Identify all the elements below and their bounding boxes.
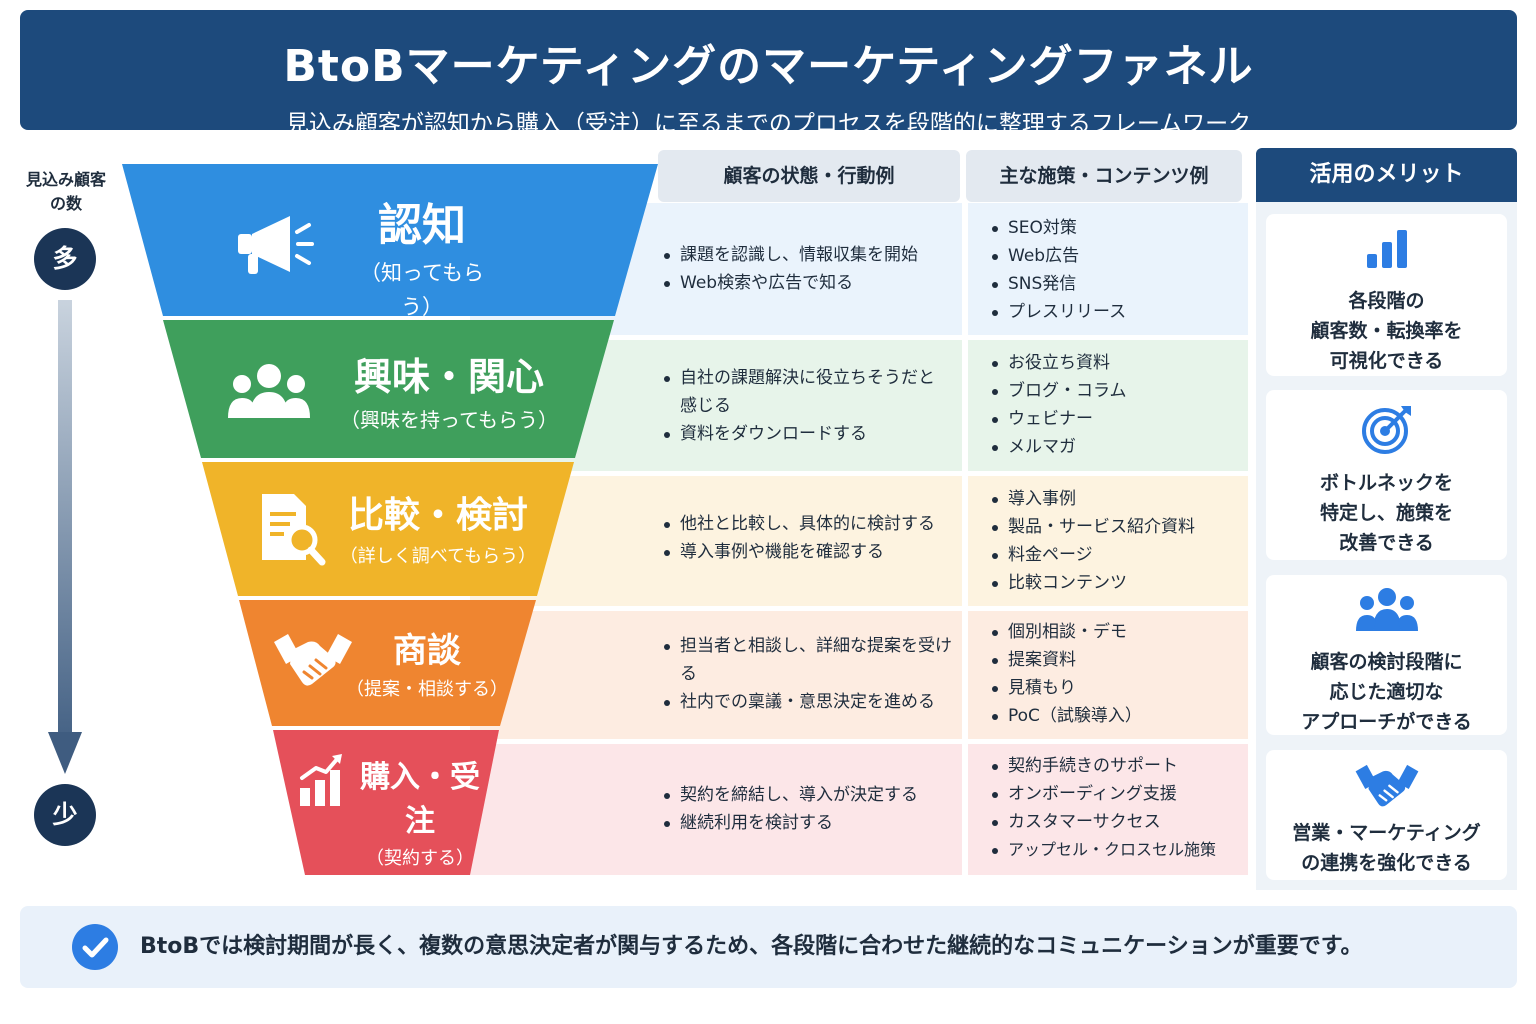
measure-item: 見積もり bbox=[990, 674, 1240, 702]
stage-negotiation-sub: （提案・相談する） bbox=[346, 679, 508, 700]
stage-purchase-name: 購入・受注 bbox=[360, 760, 480, 839]
benefits-header: 活用のメリット bbox=[1256, 148, 1517, 202]
measures-list-negotiation: 個別相談・デモ 提案資料 見積もり PoC（試験導入） bbox=[990, 618, 1240, 730]
measure-item: ウェビナー bbox=[990, 405, 1240, 433]
stage-comparison-text: 比較・検討 （詳しく調べてもらう） bbox=[336, 490, 540, 572]
state-list-comparison: 他社と比較し、具体的に検討する 導入事例や機能を確認する bbox=[662, 510, 958, 566]
stage-comparison-sub: （詳しく調べてもらう） bbox=[339, 546, 537, 567]
measure-item: ブログ・コラム bbox=[990, 377, 1240, 405]
stage-awareness-text: 認知 （知ってもらう） bbox=[352, 196, 492, 324]
header-banner: BtoBマーケティングのマーケティングファネル 見込み顧客が認知から購入（受注）… bbox=[20, 10, 1517, 137]
measures-list-awareness: SEO対策 Web広告 SNS発信 プレスリリース bbox=[990, 214, 1240, 326]
stage-awareness-sub: （知ってもらう） bbox=[360, 261, 484, 319]
scale-label-text: 見込み顧客 の数 bbox=[25, 170, 106, 213]
scale-arrow-down-icon bbox=[48, 732, 82, 774]
page-subtitle: 見込み顧客が認知から購入（受注）に至るまでのプロセスを段階的に整理するフレームワ… bbox=[285, 111, 1252, 137]
row-band-purchase bbox=[470, 744, 1248, 875]
scale-bar bbox=[58, 300, 72, 740]
scale-top-circle: 多 bbox=[34, 228, 96, 290]
measure-item: SEO対策 bbox=[990, 214, 1240, 242]
funnel-stage-awareness bbox=[122, 164, 658, 316]
stage-interest-text: 興味・関心 （興味を持ってもらう） bbox=[334, 350, 564, 436]
measure-item: オンボーディング支援 bbox=[990, 780, 1246, 808]
measures-list-interest: お役立ち資料 ブログ・コラム ウェビナー メルマガ bbox=[990, 349, 1240, 461]
state-item: 他社と比較し、具体的に検討する bbox=[662, 510, 958, 538]
benefit-text: 各段階の 顧客数・転換率を 可視化できる bbox=[1310, 290, 1463, 372]
measure-item: 個別相談・デモ bbox=[990, 618, 1240, 646]
measures-list-purchase: 契約手続きのサポート オンボーディング支援 カスタマーサクセス アップセル・クロ… bbox=[990, 752, 1246, 864]
benefit-card-bottleneck: ボトルネックを 特定し、施策を 改善できる bbox=[1266, 390, 1507, 560]
state-item: 自社の課題解決に役立ちそうだと感じる bbox=[662, 364, 944, 420]
page-title: BtoBマーケティングのマーケティングファネル bbox=[283, 41, 1254, 92]
measure-item: SNS発信 bbox=[990, 270, 1240, 298]
row-divider bbox=[470, 606, 1248, 611]
people-icon bbox=[228, 364, 310, 418]
benefit-text: 顧客の検討段階に 応じた適切な アプローチができる bbox=[1301, 651, 1472, 733]
state-item: 契約を締結し、導入が決定する bbox=[662, 781, 954, 809]
measures-list-comparison: 導入事例 製品・サービス紹介資料 料金ページ 比較コンテンツ bbox=[990, 485, 1240, 597]
benefit-card-visibility: 各段階の 顧客数・転換率を 可視化できる bbox=[1266, 214, 1507, 376]
measure-item: 提案資料 bbox=[990, 646, 1240, 674]
footer-note: BtoBでは検討期間が長く、複数の意思決定者が関与するため、各段階に合わせた継続… bbox=[20, 906, 1517, 988]
measure-item: 製品・サービス紹介資料 bbox=[990, 513, 1240, 541]
measure-item: アップセル・クロスセル施策 bbox=[990, 836, 1246, 864]
scale-label: 見込み顧客 の数 bbox=[14, 168, 118, 216]
measure-item: 比較コンテンツ bbox=[990, 569, 1240, 597]
team-icon bbox=[1355, 588, 1418, 631]
measure-item: プレスリリース bbox=[990, 298, 1240, 326]
stage-interest-name: 興味・関心 bbox=[353, 355, 544, 399]
state-list-purchase: 契約を締結し、導入が決定する 継続利用を検討する bbox=[662, 781, 954, 837]
bar-chart-icon bbox=[1366, 230, 1407, 268]
column-header-measures: 主な施策・コンテンツ例 bbox=[966, 150, 1242, 202]
measure-item: Web広告 bbox=[990, 242, 1240, 270]
state-item: 資料をダウンロードする bbox=[662, 420, 944, 448]
stage-interest-sub: （興味を持ってもらう） bbox=[340, 408, 558, 432]
document-search-icon bbox=[262, 494, 326, 566]
benefit-text: ボトルネックを 特定し、施策を 改善できる bbox=[1319, 472, 1453, 554]
benefit-text: 営業・マーケティング の連携を強化できる bbox=[1292, 822, 1481, 874]
row-divider bbox=[470, 335, 1248, 340]
target-icon bbox=[1361, 406, 1411, 454]
state-item: 課題を認識し、情報収集を開始 bbox=[662, 241, 952, 269]
benefit-card-collaboration: 営業・マーケティング の連携を強化できる bbox=[1266, 750, 1507, 880]
handshake-icon bbox=[1355, 764, 1418, 807]
stage-comparison-name: 比較・検討 bbox=[347, 495, 528, 536]
measure-item: お役立ち資料 bbox=[990, 349, 1240, 377]
measure-item: 料金ページ bbox=[990, 541, 1240, 569]
funnel-graphic bbox=[122, 164, 658, 875]
state-list-awareness: 課題を認識し、情報収集を開始 Web検索や広告で知る bbox=[662, 241, 952, 297]
state-item: Web検索や広告で知る bbox=[662, 269, 952, 297]
benefit-card-approach: 顧客の検討段階に 応じた適切な アプローチができる bbox=[1266, 575, 1507, 735]
row-divider bbox=[470, 471, 1248, 476]
stage-negotiation-text: 商談 （提案・相談する） bbox=[345, 626, 509, 704]
funnel-stage-interest bbox=[163, 320, 614, 458]
stage-negotiation-name: 商談 bbox=[393, 631, 461, 671]
state-item: 担当者と相談し、詳細な提案を受ける bbox=[662, 632, 954, 688]
row-band-comparison bbox=[470, 476, 1248, 606]
stage-purchase-sub: （契約する） bbox=[366, 848, 474, 869]
stage-awareness-name: 認知 bbox=[378, 200, 466, 251]
state-item: 導入事例や機能を確認する bbox=[662, 538, 958, 566]
check-circle-icon bbox=[72, 924, 118, 970]
measure-item: PoC（試験導入） bbox=[990, 702, 1240, 730]
row-band-negotiation bbox=[470, 611, 1248, 739]
funnel-stage-negotiation bbox=[239, 600, 536, 726]
stage-purchase-text: 購入・受注 （契約する） bbox=[350, 756, 490, 874]
state-item: 継続利用を検討する bbox=[662, 809, 954, 837]
measure-item: 契約手続きのサポート bbox=[990, 752, 1246, 780]
megaphone-icon bbox=[238, 216, 314, 274]
footer-text: BtoBでは検討期間が長く、複数の意思決定者が関与するため、各段階に合わせた継続… bbox=[140, 934, 1363, 959]
scale-bottom-circle: 少 bbox=[34, 784, 96, 846]
column-divider bbox=[962, 203, 968, 875]
growth-chart-icon bbox=[300, 754, 342, 806]
handshake-icon bbox=[274, 634, 352, 686]
state-list-interest: 自社の課題解決に役立ちそうだと感じる 資料をダウンロードする bbox=[662, 364, 944, 448]
measure-item: 導入事例 bbox=[990, 485, 1240, 513]
column-header-state: 顧客の状態・行動例 bbox=[658, 150, 960, 202]
row-divider bbox=[470, 739, 1248, 744]
measure-item: カスタマーサクセス bbox=[990, 808, 1246, 836]
state-list-negotiation: 担当者と相談し、詳細な提案を受ける 社内での稟議・意思決定を進める bbox=[662, 632, 954, 716]
state-item: 社内での稟議・意思決定を進める bbox=[662, 688, 954, 716]
measure-item: メルマガ bbox=[990, 433, 1240, 461]
